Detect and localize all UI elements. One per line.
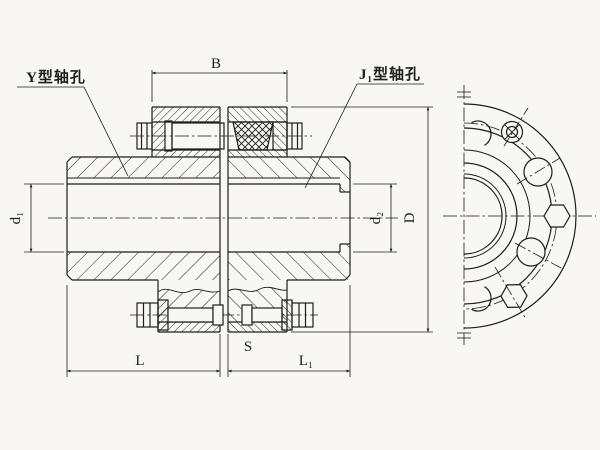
pin-hole-half bbox=[471, 120, 492, 146]
dim-L: L bbox=[66, 285, 221, 377]
end-view bbox=[443, 85, 596, 345]
tapped-hole bbox=[500, 107, 529, 147]
pin-body bbox=[251, 307, 283, 323]
right-half-coupling bbox=[227, 106, 351, 333]
dimensions: B Y型轴孔 J₁型轴孔 D d₂ bbox=[8, 56, 433, 377]
callout-label-y-bore: Y型轴孔 bbox=[26, 68, 86, 86]
callout-label-j1-bore: J₁型轴孔 bbox=[359, 65, 421, 83]
dim-label-B: B bbox=[211, 56, 221, 72]
dim-label-L: L bbox=[135, 353, 144, 369]
dim-label-S: S bbox=[244, 339, 252, 355]
bore-arc bbox=[463, 173, 507, 259]
washer bbox=[241, 304, 253, 326]
dim-S: S bbox=[219, 334, 252, 377]
dim-d1: d₁ bbox=[8, 183, 64, 253]
left-hub-hatching bbox=[67, 107, 220, 332]
elastic-sleeve bbox=[232, 121, 274, 151]
hex-bolt-head bbox=[543, 204, 571, 228]
dim-label-L1: L₁ bbox=[299, 353, 313, 369]
end-view-centerlines bbox=[443, 85, 596, 345]
dim-label-d1: d₁ bbox=[8, 212, 24, 225]
dim-D: D bbox=[291, 106, 433, 333]
dim-label-d2: d₂ bbox=[368, 212, 384, 225]
dim-L1: L₁ bbox=[227, 285, 351, 377]
hex-bolt-head bbox=[500, 283, 528, 309]
hex-bolt-head bbox=[136, 122, 153, 150]
pin-hole-half bbox=[471, 286, 492, 312]
top-pin-assembly bbox=[136, 120, 303, 152]
pin-hole bbox=[523, 157, 553, 187]
callout-y-bore: Y型轴孔 bbox=[17, 68, 129, 177]
washer bbox=[212, 304, 224, 326]
hex-bolt-head bbox=[286, 122, 303, 150]
break-line-left bbox=[157, 288, 221, 294]
section-view bbox=[48, 106, 398, 333]
bolt-circle-features bbox=[471, 107, 571, 320]
break-line-right bbox=[227, 286, 288, 292]
hex-bolt-head bbox=[291, 302, 314, 328]
outer-flange-arc bbox=[463, 103, 577, 329]
pin-body bbox=[171, 122, 225, 150]
dim-d2: d₂ bbox=[353, 183, 397, 253]
bottom-pin-assembly bbox=[136, 299, 314, 331]
callout-j1-bore: J₁型轴孔 bbox=[304, 65, 424, 189]
dim-B: B bbox=[151, 56, 288, 102]
dim-label-D: D bbox=[402, 212, 418, 223]
coupling-gap bbox=[219, 107, 229, 332]
pin-hole bbox=[516, 237, 546, 267]
pin-body bbox=[167, 307, 214, 323]
